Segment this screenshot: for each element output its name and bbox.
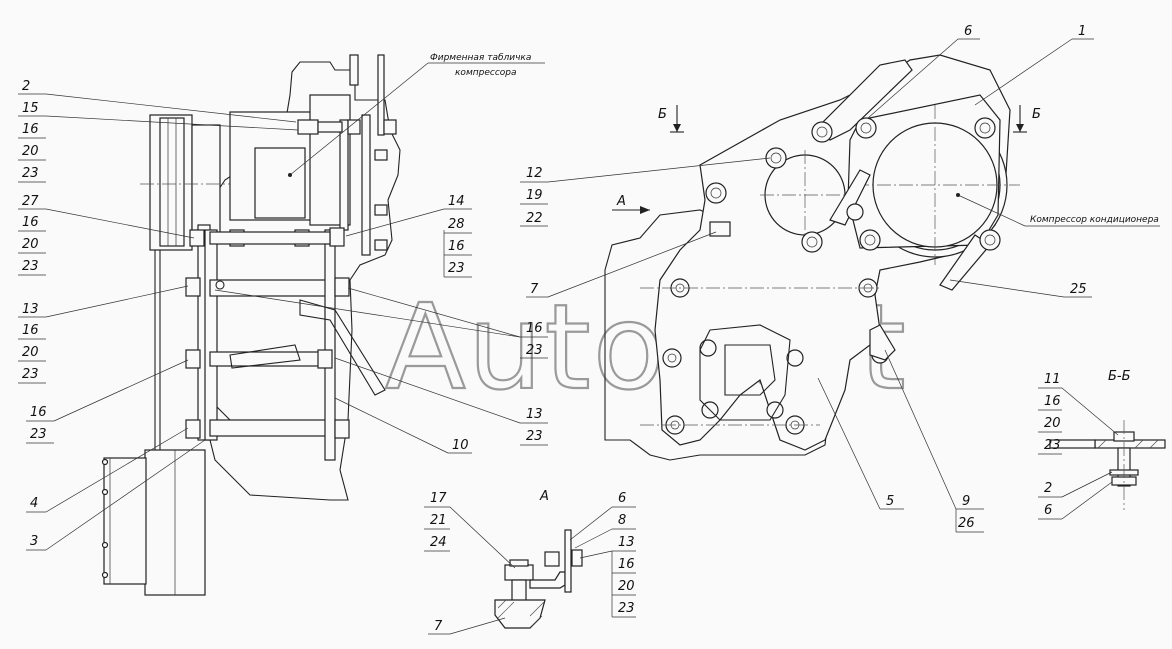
callout-6-front: 6 <box>867 24 980 119</box>
callout-number: 27 <box>22 194 39 209</box>
callout-number: 20 <box>1044 416 1061 431</box>
callout-number: 22 <box>526 211 543 226</box>
callout-number: 7 <box>530 282 539 297</box>
callout-number: 16 <box>526 321 543 336</box>
callout-number: 20 <box>22 237 39 252</box>
callout-16-23-left: 16 23 <box>26 359 189 444</box>
callout-number: 16 <box>22 323 39 338</box>
section-label-b-left: Б <box>658 107 667 122</box>
callout-number: 23 <box>526 429 543 444</box>
view-a-arrow: А <box>612 194 650 214</box>
nameplate-caption-line2: компрессора <box>455 68 517 78</box>
callout-number: 14 <box>448 194 465 209</box>
callout-number: 26 <box>958 516 975 531</box>
detail-view-a: А <box>494 489 583 629</box>
callout-number: 3 <box>30 534 38 549</box>
callout-1: 1 <box>974 24 1094 106</box>
callout-number: 23 <box>618 601 635 616</box>
callout-number: 24 <box>430 535 447 550</box>
callout-13-detail: 13 16 20 23 <box>579 535 636 618</box>
callout-number: 17 <box>430 491 447 506</box>
callout-7-detail: 7 <box>428 617 506 635</box>
callout-number: 11 <box>1044 372 1061 387</box>
callout-number: 23 <box>22 259 39 274</box>
callout-number: 19 <box>526 188 543 203</box>
callout-number: 6 <box>1044 503 1052 518</box>
callout-5: 5 <box>817 377 904 510</box>
callout-13-23-mid: 13 23 <box>334 357 548 446</box>
callout-27: 27 16 20 23 <box>18 194 195 276</box>
callout-number: 23 <box>22 367 39 382</box>
callout-number: 8 <box>618 513 626 528</box>
callout-number: 23 <box>448 261 465 276</box>
callout-number: 23 <box>30 427 47 442</box>
callout-number: 25 <box>1070 282 1087 297</box>
front-view <box>604 54 1020 461</box>
callout-number: 16 <box>448 239 465 254</box>
section-marker-right: Б <box>1013 105 1041 133</box>
callout-16-23-mid: 16 23 <box>214 287 548 359</box>
callout-number: 16 <box>22 215 39 230</box>
callout-number: 13 <box>618 535 635 550</box>
compressor-caption: Компрессор кондиционера <box>956 193 1160 227</box>
callout-7-front: 7 <box>526 231 717 298</box>
nameplate-caption: Фирменная табличка компрессора <box>288 53 545 177</box>
side-view <box>101 54 401 596</box>
callout-number: 28 <box>448 217 465 232</box>
callout-number: 16 <box>618 557 635 572</box>
callout-2: 2 <box>18 79 297 123</box>
callout-number: 15 <box>22 101 39 116</box>
callout-number: 20 <box>22 345 39 360</box>
callout-number: 2 <box>22 79 30 94</box>
callout-number: 1 <box>1078 24 1086 39</box>
callout-9: 9 26 <box>884 349 984 533</box>
callout-number: 23 <box>22 166 39 181</box>
callout-number: 9 <box>962 494 970 509</box>
callout-11: 11 16 20 23 <box>1038 372 1119 455</box>
callout-number: 13 <box>526 407 543 422</box>
callout-number: 6 <box>964 24 972 39</box>
callout-12: 12 19 22 <box>520 157 771 227</box>
section-b-b: Б-Б <box>1049 369 1166 510</box>
callout-3: 3 <box>26 439 206 551</box>
callout-number: 4 <box>30 496 38 511</box>
nameplate-caption-line1: Фирменная табличка <box>430 53 531 63</box>
view-a-title: А <box>539 489 549 504</box>
callout-number: 16 <box>22 122 39 137</box>
callout-number: 5 <box>886 494 894 509</box>
callout-number: 6 <box>618 491 626 506</box>
view-a-arrow-label: А <box>616 194 626 209</box>
callout-number: 20 <box>22 144 39 159</box>
callout-6-8-detail: 6 8 <box>569 491 636 549</box>
callout-25: 25 <box>949 279 1092 298</box>
callout-number: 23 <box>1044 438 1061 453</box>
callout-number: 13 <box>22 302 39 317</box>
callout-2-section: 2 <box>1038 471 1113 498</box>
callout-number: 7 <box>434 619 443 634</box>
callout-number: 20 <box>618 579 635 594</box>
callout-14: 14 28 16 23 <box>345 194 472 278</box>
callout-6-section: 6 <box>1038 481 1113 520</box>
section-label-b-right: Б <box>1032 107 1041 122</box>
callout-number: 23 <box>526 343 543 358</box>
callout-4: 4 <box>26 427 189 513</box>
callout-number: 16 <box>1044 394 1061 409</box>
section-bb-title: Б-Б <box>1108 369 1131 384</box>
callout-number: 16 <box>30 405 47 420</box>
section-marker-left: Б <box>658 105 684 133</box>
callout-number: 10 <box>452 438 469 453</box>
callout-17: 17 21 24 <box>424 491 516 569</box>
callout-number: 12 <box>526 166 543 181</box>
callout-13: 13 16 20 23 <box>18 285 189 384</box>
callout-10: 10 <box>334 397 472 454</box>
callout-number: 2 <box>1044 481 1052 496</box>
compressor-caption-text: Компрессор кондиционера <box>1030 215 1159 225</box>
callout-number: 21 <box>430 513 447 528</box>
callout-15: 15 16 20 23 <box>18 101 299 183</box>
